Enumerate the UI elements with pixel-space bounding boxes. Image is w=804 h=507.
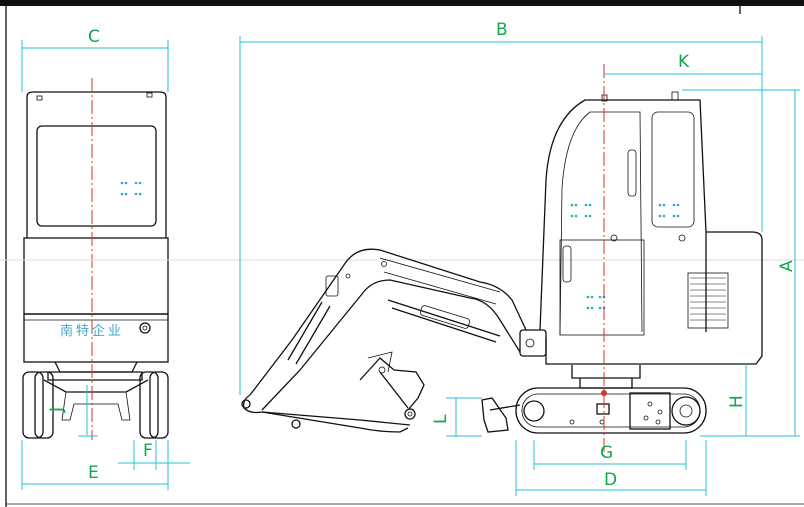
side-view: B K A H L G D (239, 20, 800, 496)
dim-label-e: E (88, 463, 99, 483)
dim-label-f: F (143, 441, 153, 461)
dim-label-h: H (727, 395, 747, 408)
dim-label-a: A (777, 260, 797, 272)
front-glass-marks (120, 181, 142, 196)
front-brand-text: 南特企业 (60, 323, 124, 339)
dim-label-l: L (431, 414, 451, 424)
dim-label-d: D (604, 470, 617, 490)
front-view: 南特企业 C E F J (21, 27, 190, 490)
dim-label-j: J (47, 407, 67, 413)
dim-label-c: C (88, 27, 100, 47)
dim-label-k: K (678, 52, 690, 72)
side-glass-marks (570, 203, 680, 310)
dim-label-b: B (496, 20, 508, 40)
dim-label-g: G (600, 443, 613, 463)
engine-grille (690, 277, 726, 321)
